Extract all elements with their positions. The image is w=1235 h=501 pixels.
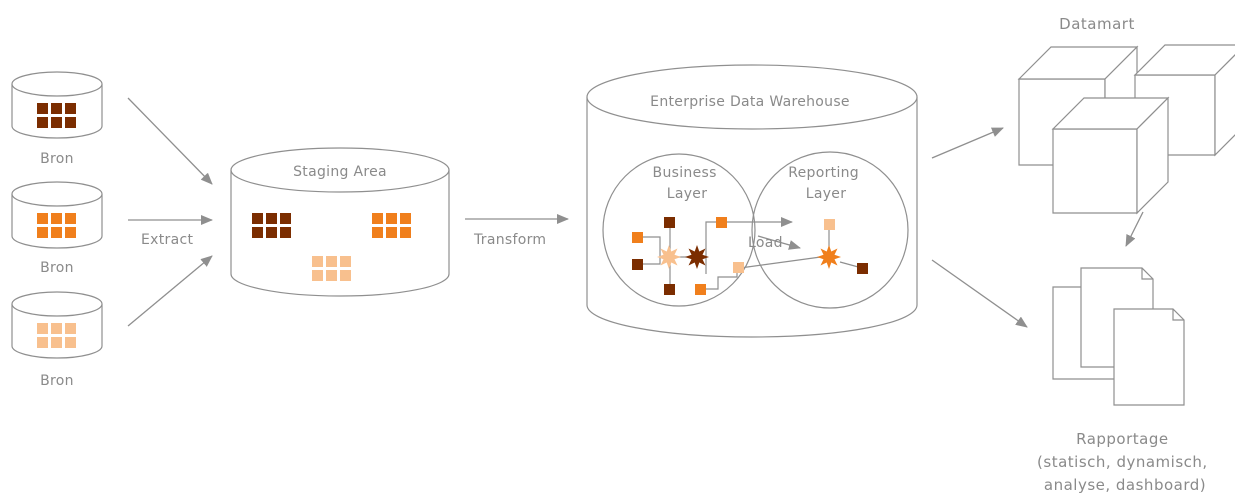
- report-label: Rapportage (statisch, dynamisch, analyse…: [1037, 430, 1213, 494]
- data-square: [340, 270, 351, 281]
- data-square: [37, 323, 48, 334]
- data-square: [280, 227, 291, 238]
- data-square: [372, 227, 383, 238]
- node-square: [857, 263, 868, 274]
- source-database-3: Bron: [11, 291, 103, 389]
- data-square: [65, 227, 76, 238]
- source-2-data-grid: [37, 213, 76, 238]
- staging-area-label: Staging Area: [293, 164, 387, 180]
- business-layer-network: [632, 217, 868, 295]
- data-square: [37, 227, 48, 238]
- business-layer-label: Business Layer: [653, 165, 722, 202]
- source-database-1: Bron: [11, 71, 103, 167]
- data-square: [386, 227, 397, 238]
- data-square: [51, 117, 62, 128]
- node-square: [824, 219, 835, 230]
- document-icon: [1113, 308, 1185, 406]
- node-square: [695, 284, 706, 295]
- datamart-label: Datamart: [1059, 15, 1135, 33]
- cube-icon: [1051, 96, 1170, 215]
- staging-orange-data-grid: [372, 213, 411, 238]
- reporting-layer-label: Reporting Layer: [788, 165, 864, 202]
- data-square: [37, 213, 48, 224]
- extract-arrow-1: [127, 97, 213, 185]
- data-square: [400, 213, 411, 224]
- source-3-data-grid: [37, 323, 76, 348]
- report-arrow: [931, 259, 1028, 328]
- data-square: [51, 227, 62, 238]
- node-square: [632, 259, 643, 270]
- data-square: [252, 213, 263, 224]
- data-square: [266, 227, 277, 238]
- data-square: [312, 270, 323, 281]
- data-square: [312, 256, 323, 267]
- data-square: [372, 213, 383, 224]
- node-square: [664, 217, 675, 228]
- data-square: [65, 323, 76, 334]
- source-2-label: Bron: [40, 260, 74, 276]
- data-square: [65, 103, 76, 114]
- extract-label: Extract: [141, 232, 193, 248]
- staging-area-database: Staging Area: [230, 147, 450, 297]
- reporting-layer-circle: [751, 151, 909, 309]
- datamart-arrow: [931, 127, 1004, 159]
- node-square: [716, 217, 727, 228]
- data-square: [266, 213, 277, 224]
- data-square: [326, 256, 337, 267]
- data-square: [340, 256, 351, 267]
- data-square: [65, 117, 76, 128]
- data-square: [51, 337, 62, 348]
- business-layer-circle: [602, 153, 756, 307]
- data-square: [400, 227, 411, 238]
- data-square: [51, 213, 62, 224]
- source-3-label: Bron: [40, 373, 74, 389]
- source-1-label: Bron: [40, 151, 74, 167]
- data-square: [326, 270, 337, 281]
- datamart-cubes: [1017, 44, 1235, 215]
- staging-dark-data-grid: [252, 213, 291, 238]
- node-square: [632, 232, 643, 243]
- report-documents: [1052, 267, 1185, 406]
- node-square: [733, 262, 744, 273]
- data-square: [65, 337, 76, 348]
- data-square: [65, 213, 76, 224]
- warehouse-label: Enterprise Data Warehouse: [650, 94, 850, 110]
- data-square: [252, 227, 263, 238]
- source-database-2: Bron: [11, 181, 103, 276]
- transform-label: Transform: [473, 232, 546, 248]
- data-square: [37, 117, 48, 128]
- data-square: [37, 337, 48, 348]
- enterprise-data-warehouse: Enterprise Data Warehouse Business Layer…: [586, 64, 918, 338]
- staging-light-data-grid: [312, 256, 351, 281]
- data-square: [51, 323, 62, 334]
- extract-arrow-3: [127, 255, 213, 327]
- star-node: [685, 245, 709, 269]
- transform-node-stars: [657, 245, 841, 269]
- data-square: [51, 103, 62, 114]
- star-node: [657, 245, 681, 269]
- star-node: [817, 245, 841, 269]
- data-square: [280, 213, 291, 224]
- node-square: [664, 284, 675, 295]
- data-square: [37, 103, 48, 114]
- data-square: [386, 213, 397, 224]
- source-1-data-grid: [37, 103, 76, 128]
- datamart-to-report-arrow: [1125, 211, 1144, 247]
- load-label: Load: [748, 235, 783, 251]
